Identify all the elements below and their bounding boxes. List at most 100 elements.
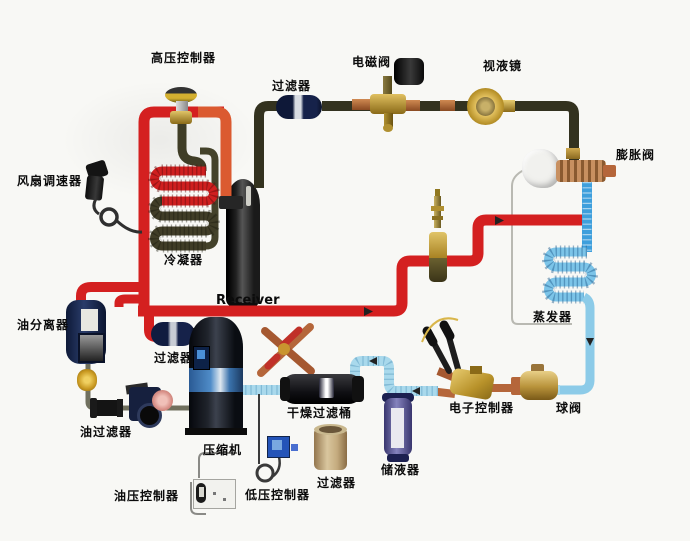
electronic-controller-cable-ends [422,320,455,347]
label-receiver: Receiver [216,293,280,308]
compressor-feet [185,428,247,435]
oil-filter-left-flare [90,398,97,418]
label-filter-top: 过滤器 [272,79,312,93]
copper-coupling-3 [440,100,455,111]
oil-pressure-wire-1 [198,452,237,478]
label-oil-pressure-controller: 油压控制器 [114,489,180,503]
solenoid-lower-ball [383,124,393,132]
solenoid-valve-body [370,94,406,114]
label-low-pressure-controller: 低压控制器 [245,488,311,502]
oil-pressure-controller-slot-glass [199,487,204,497]
label-liquid-accumulator: 储液器 [381,463,421,477]
hand-valve-stem [434,196,441,228]
condenser-riser-pipe [200,147,219,250]
label-drying-filter-barrel: 干燥过滤桶 [287,406,353,420]
copper-cross-joint [278,343,290,355]
high-pressure-controller-head [165,87,197,103]
electronic-controller-yellow-wire [421,317,459,343]
hand-valve-stem-tip [435,189,440,198]
drying-filter-barrel-right-cap [352,376,364,402]
label-compressor: 压缩机 [203,443,243,457]
separator-outlet-step-pipe [114,294,146,307]
label-fan-speed-controller: 风扇调速器 [17,174,83,188]
expansion-valve-body [556,160,606,182]
label-condenser: 冷凝器 [164,253,204,267]
label-electronic-controller: 电子控制器 [449,401,515,415]
electronic-controller-nut [470,366,482,374]
low-pressure-controller-stub [291,444,298,451]
label-solenoid-valve: 电磁阀 [352,55,392,69]
flow-arrow-top [495,216,504,225]
condenser-coil-hot [150,166,218,206]
expansion-valve-right-stub [603,165,616,177]
receiver-to-filter-pipe [254,101,282,188]
oil-pump-flange [152,390,173,411]
filter-discharge-body [151,322,195,346]
low-pressure-controller-screen [272,440,282,450]
suction-pipe-accumulator-hatch [350,356,438,396]
expansion-valve-glass [522,149,560,188]
hand-valve-lower-body [429,258,447,282]
label-oil-filter: 油过滤器 [80,425,133,439]
oil-filter-right-flare [117,399,123,417]
flow-arrow-suction-lower [412,387,420,395]
compressor-band [189,368,243,392]
oil-valve [77,369,97,391]
copper-coupling-2 [404,100,420,111]
drying-filter-barrel-left-cap [280,377,290,401]
evaporator-coil [544,247,596,302]
receiver-inlet-fitting [219,196,243,209]
label-filter-bottom: 过滤器 [317,476,357,490]
label-oil-separator: 油分离器 [17,318,70,332]
filter-top-body [276,95,322,119]
receiver-label-slot [246,186,251,206]
oil-separator-sight-window [78,333,105,363]
label-high-pressure-controller: 高压控制器 [151,51,217,65]
expansion-valve-capillary [511,169,572,325]
flow-arrow-suction-upper [369,357,377,365]
ball-valve-body [520,371,558,400]
ball-valve-left-flange [511,377,522,395]
ball-valve-top-nub [531,364,544,373]
hand-valve-ring-1 [431,206,444,211]
expansion-valve-top-nut [566,148,580,159]
high-pressure-controller-base [170,111,192,124]
liquid-line-top-pipe [322,101,579,164]
oil-pressure-controller-dot-2 [223,498,226,501]
drying-filter-barrel-fitting [319,378,334,398]
flow-arrow-evap-outlet [586,338,594,346]
condenser-coil-cool-fins [148,194,220,253]
accumulator-panel [391,408,404,448]
accumulator-top-cap [382,393,414,402]
solenoid-lower-stem [384,113,393,127]
separator-inlet-step-pipe [76,282,146,308]
solenoid-coil [394,58,424,85]
oil-pressure-controller-dot-1 [213,492,216,495]
compressor-display-screen [197,350,205,359]
hand-valve-ring-2 [432,216,443,220]
oil-filter-body [93,400,120,416]
condenser-coil-cool [150,196,218,251]
accumulator-bottom-cap [387,454,409,462]
label-expansion-valve: 膨胀阀 [616,148,656,162]
oil-pump-rotor [137,403,162,428]
low-pressure-wire-loop [255,463,275,483]
evaporator-coil-fins [542,245,598,304]
copper-coupling-1 [352,99,372,110]
filter-bottom-opening [319,426,342,433]
oil-separator-label-patch [81,309,98,331]
hand-valve-body [429,232,447,262]
label-evaporator: 蒸发器 [533,310,573,324]
discharge-pipe-left-loop [138,106,224,316]
label-sight-glass: 视液镜 [483,59,523,73]
filter-bottom-body [314,429,347,470]
label-ball-valve: 球阀 [556,401,583,415]
sight-glass-window [476,97,495,116]
oil-pressure-wire-2 [190,482,206,515]
copper-cross-red-accent [264,326,303,370]
solenoid-stem [383,76,392,96]
label-filter-discharge: 过滤器 [154,351,194,365]
suction-pipe-accumulator [350,356,438,396]
condenser-outlet-orange-pipe [198,106,232,204]
